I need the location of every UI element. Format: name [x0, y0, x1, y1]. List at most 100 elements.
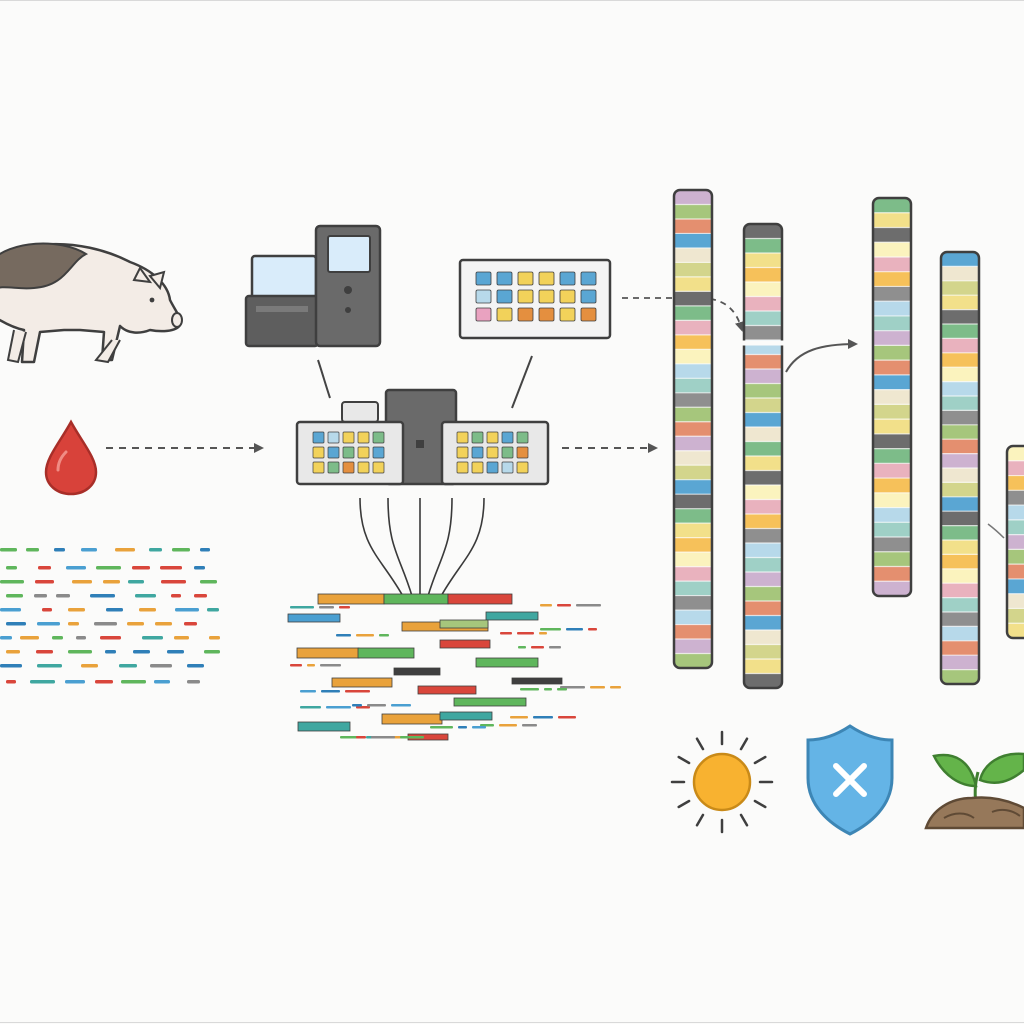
plate-well [538, 289, 555, 304]
chromosome-band [941, 655, 979, 671]
chromosome-band [941, 324, 979, 339]
read-fragment [290, 664, 302, 667]
chromosome-band [873, 448, 911, 464]
aligned-read [296, 647, 360, 659]
chromosome-band [873, 551, 911, 568]
read-fragment [194, 566, 205, 570]
chromosome-band [941, 554, 979, 570]
read-fragment [539, 632, 547, 635]
plate-well [517, 289, 534, 304]
read-fragment [37, 664, 62, 668]
chromosome-band [941, 525, 979, 541]
read-fragment [290, 606, 314, 609]
read-fragment [103, 580, 120, 584]
read-fragment [522, 724, 537, 727]
chromosome-band [674, 566, 712, 582]
chromosome-band [941, 367, 979, 383]
chromosome-band [744, 441, 782, 457]
chromosome-band [941, 252, 979, 267]
read-fragment [26, 548, 39, 552]
chromosome-band [674, 276, 712, 292]
analyzer-well [456, 446, 469, 459]
chromosome-band [941, 338, 979, 354]
chromosome-band [744, 572, 782, 587]
read-fragment [480, 724, 494, 727]
chromosome-band [674, 407, 712, 423]
analyzer-icon [295, 388, 550, 486]
read-fragment [345, 690, 370, 693]
analyzer-well [516, 461, 529, 474]
read-fragment [588, 628, 597, 631]
chromosome-band [744, 238, 782, 254]
chromosome-band [674, 479, 712, 495]
pig-icon [0, 242, 183, 364]
chromosome-band [744, 398, 782, 413]
analyzer-well [327, 461, 340, 474]
chromosome-band [941, 468, 979, 483]
chromosome-band [873, 566, 911, 582]
read-fragment [76, 636, 86, 640]
read-fragment [544, 688, 552, 691]
chromosome-band [941, 266, 979, 282]
chromosome-band [1007, 578, 1024, 595]
chromosome-band [744, 282, 782, 297]
plate-well [580, 289, 597, 304]
chromosome-band [674, 421, 712, 437]
read-fragment [307, 664, 315, 667]
chromosome-band [941, 295, 979, 311]
analyzer-well [372, 446, 385, 459]
read-fragment [0, 608, 21, 612]
read-fragment [6, 650, 20, 654]
chromosome-band [941, 396, 979, 411]
read-fragment [56, 594, 70, 598]
read-fragment [0, 664, 22, 668]
chromosome-band [744, 470, 782, 486]
aligned-read [287, 613, 341, 623]
chromosome-band [674, 291, 712, 307]
chromosome-band [674, 552, 712, 568]
read-fragment [37, 622, 60, 626]
read-fragment [6, 594, 23, 598]
chromosome-band [941, 424, 979, 440]
read-fragment [510, 716, 528, 719]
chromosome-band [941, 540, 979, 555]
read-fragment [517, 632, 534, 635]
aligned-read [383, 593, 449, 605]
chromosome-band [1007, 593, 1024, 609]
chromosome-band [873, 478, 911, 494]
bottom-frame-line [0, 1022, 1024, 1023]
read-fragment [115, 548, 135, 552]
read-fragment [320, 664, 341, 667]
chromosome-band [941, 568, 979, 584]
chromosome-band [873, 212, 911, 228]
aligned-read [381, 713, 443, 725]
chromosome-band [941, 410, 979, 426]
chromosome-band [674, 218, 712, 234]
read-fragment [142, 636, 163, 640]
chromosome-band [873, 315, 911, 332]
read-fragment [35, 580, 54, 584]
chromosome-band [674, 363, 712, 379]
plate-well [580, 307, 597, 322]
read-fragment [30, 680, 55, 684]
read-fragment [54, 548, 65, 552]
read-fragment [150, 664, 172, 668]
chromosome-band [744, 296, 782, 312]
chromosome-band [744, 557, 782, 573]
analyzer-well [357, 446, 370, 459]
read-fragment [540, 628, 561, 631]
chromosome-band [941, 280, 979, 296]
read-fragment [300, 690, 316, 693]
chromosome-band [873, 492, 911, 509]
chromosome-band [674, 349, 712, 365]
chromosome-band [744, 325, 782, 341]
read-fragment [400, 736, 424, 739]
chromosome-band [744, 354, 782, 370]
plate-well [517, 307, 534, 322]
read-fragment [121, 680, 146, 684]
blood-drop-icon [44, 419, 98, 496]
read-fragment [187, 664, 204, 668]
chromosome-band [674, 653, 712, 668]
analyzer-well [501, 461, 514, 474]
read-fragment [68, 622, 79, 626]
